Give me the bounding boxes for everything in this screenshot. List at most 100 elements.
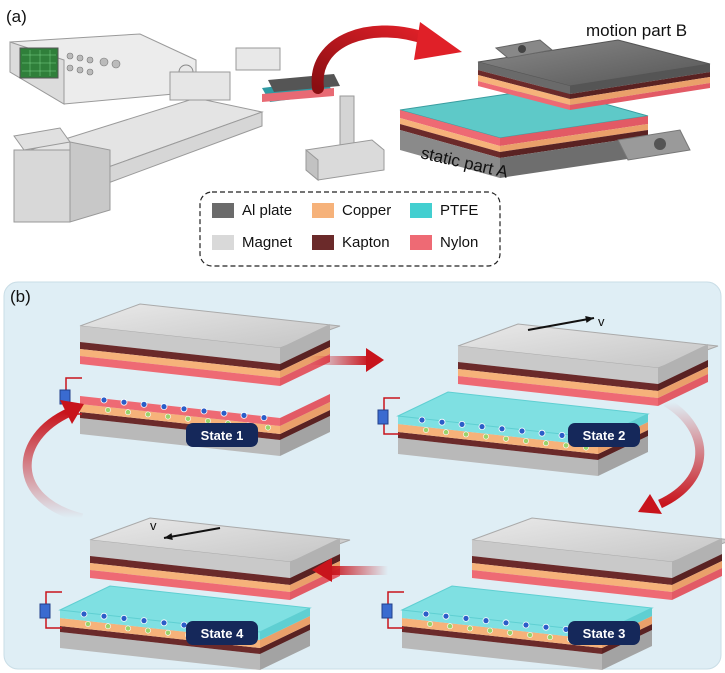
legend-label-al-plate: Al plate: [242, 202, 292, 219]
charge-dot: [483, 433, 489, 440]
legend-swatch-magnet: [212, 235, 234, 250]
zoom-arrow: [311, 22, 462, 94]
state-label: State 1: [201, 428, 244, 443]
panel-a: (a): [6, 7, 711, 267]
charge-dot: [423, 427, 429, 433]
charge-dot: [140, 400, 148, 408]
arrow-state3-to-state4: [312, 558, 388, 582]
charge-dot: [542, 623, 550, 631]
charge-dot: [120, 398, 128, 406]
cycle-arrows: [22, 348, 705, 582]
charge-dot: [478, 423, 486, 431]
charge-dot: [547, 634, 553, 641]
external-circuit: [377, 397, 400, 435]
panel-a-label: (a): [6, 7, 27, 26]
charge-dot: [563, 442, 569, 449]
charge-dot: [443, 429, 449, 436]
charge-dot: [523, 438, 529, 444]
motion-part: [79, 303, 341, 386]
charge-dot: [458, 420, 466, 428]
legend-label-copper: Copper: [342, 202, 391, 219]
charge-dot: [240, 411, 248, 419]
state-label: State 3: [583, 626, 626, 641]
charge-dot: [200, 407, 208, 415]
oscilloscope: [9, 33, 197, 105]
charge-dot: [558, 431, 566, 439]
charge-dot: [100, 612, 108, 620]
charge-dot: [180, 405, 188, 413]
legend-label-nylon: Nylon: [440, 234, 478, 251]
legend-swatch-nylon: [410, 235, 432, 250]
state-3-diagram: State 3: [381, 517, 725, 670]
legend-swatch-copper: [312, 203, 334, 218]
charge-dot: [527, 632, 533, 638]
charge-dot: [265, 424, 271, 431]
charge-dot: [507, 629, 513, 636]
state-3-badge: State 3: [568, 621, 640, 645]
motion-part: [457, 323, 719, 406]
state-2-badge: State 2: [568, 423, 640, 447]
charge-dot: [80, 610, 88, 618]
arrow-state1-to-state2: [310, 348, 384, 372]
state-1-diagram: State 1: [59, 303, 341, 456]
legend-label-magnet: Magnet: [242, 234, 293, 251]
charge-dot: [503, 435, 509, 442]
charge-dot: [145, 627, 151, 634]
charge-dot: [205, 418, 211, 424]
state-4-badge: State 4: [186, 621, 258, 645]
static-holder: [305, 95, 385, 182]
state-label: State 4: [201, 626, 244, 641]
motion-part-label: motion part B: [586, 21, 687, 40]
legend-label-kapton: Kapton: [342, 234, 390, 251]
legend-swatch-ptfe: [410, 203, 432, 218]
charge-dot: [185, 415, 191, 422]
charge-dot: [522, 621, 530, 629]
charge-dot: [105, 407, 111, 413]
motion-part: [471, 517, 725, 600]
arrow-state2-to-state3: [638, 398, 705, 514]
teng-enlarged: [399, 39, 711, 178]
external-circuit: [39, 591, 62, 629]
charge-dot: [125, 409, 131, 416]
velocity-label: v: [150, 518, 157, 533]
state-label: State 2: [583, 428, 626, 443]
panel-b-label: (b): [10, 287, 31, 306]
charge-dot: [145, 411, 151, 418]
charge-dot: [260, 414, 268, 422]
state-1-badge: State 1: [186, 423, 258, 447]
velocity-arrow: v: [527, 314, 605, 331]
charge-dot: [125, 625, 131, 632]
charge-dot: [165, 413, 171, 420]
charge-dot: [427, 621, 433, 627]
charge-dot: [100, 396, 108, 404]
legend: Al plate Copper PTFE Magnet Kapton Nylon: [199, 191, 501, 267]
charge-dot: [538, 429, 546, 437]
velocity-label: v: [598, 314, 605, 329]
charge-dot: [487, 627, 493, 634]
charge-dot: [447, 623, 453, 630]
static-part: [58, 585, 312, 670]
charge-dot: [160, 403, 168, 411]
charge-dot: [463, 431, 469, 438]
charge-dot: [140, 617, 148, 624]
charge-dot: [462, 615, 470, 622]
legend-swatch-kapton: [312, 235, 334, 250]
arrow-state4-to-state1: [22, 400, 84, 523]
charge-dot: [220, 409, 228, 417]
charge-dot: [165, 629, 171, 636]
charge-dot: [160, 619, 168, 627]
charge-dot: [418, 416, 426, 424]
charge-dot: [105, 623, 111, 630]
legend-swatch-al-plate: [212, 203, 234, 218]
charge-dot: [502, 619, 510, 627]
velocity-arrow: v: [150, 518, 221, 540]
charge-dot: [85, 621, 91, 627]
legend-label-ptfe: PTFE: [440, 202, 478, 219]
charge-dot: [518, 427, 526, 435]
charge-dot: [438, 418, 446, 426]
charge-dot: [498, 425, 506, 433]
